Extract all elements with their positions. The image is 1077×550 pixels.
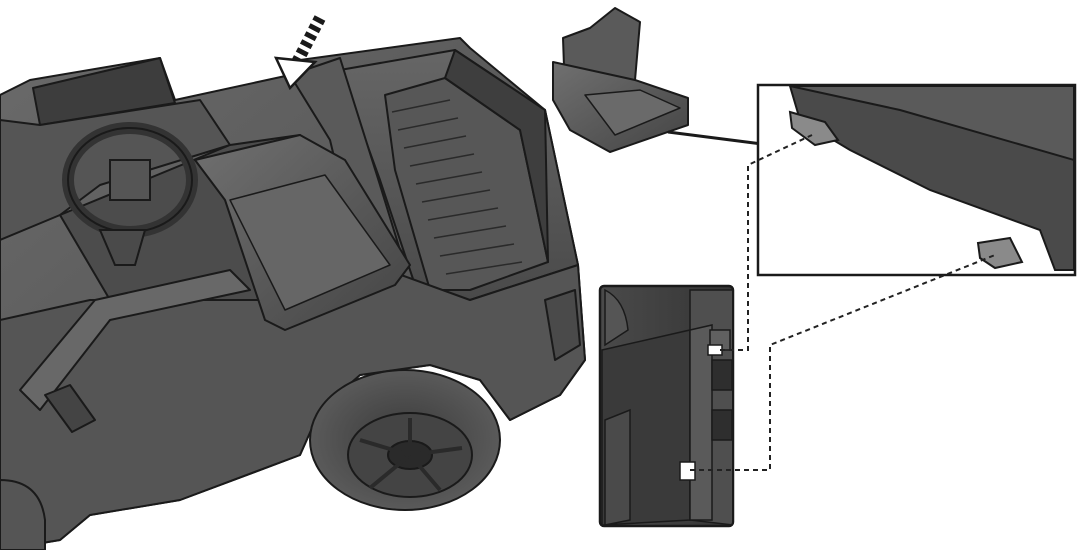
rear-wheel (309, 369, 501, 511)
seat-install-arrow (273, 15, 326, 91)
seat-tab-upper (788, 110, 840, 147)
bed-side-wall (444, 49, 549, 263)
steering-wheel (62, 122, 198, 266)
seat-tab-lower (976, 236, 1024, 270)
slot-upper (707, 344, 723, 356)
leader-lines (690, 134, 996, 471)
slot-lower (679, 461, 696, 481)
front-wheel (0, 478, 46, 550)
side-rail (19, 269, 251, 411)
loose-seat (552, 7, 689, 153)
installed-seat (194, 57, 411, 331)
tail-light (544, 289, 581, 361)
ride-on-truck (0, 37, 586, 550)
seat-tab-detail (756, 83, 1077, 277)
leader-upper (720, 134, 813, 351)
slot-detail (598, 284, 735, 528)
leader-lower (690, 254, 996, 471)
bed-ribs (391, 99, 523, 275)
side-mirror (44, 384, 96, 433)
